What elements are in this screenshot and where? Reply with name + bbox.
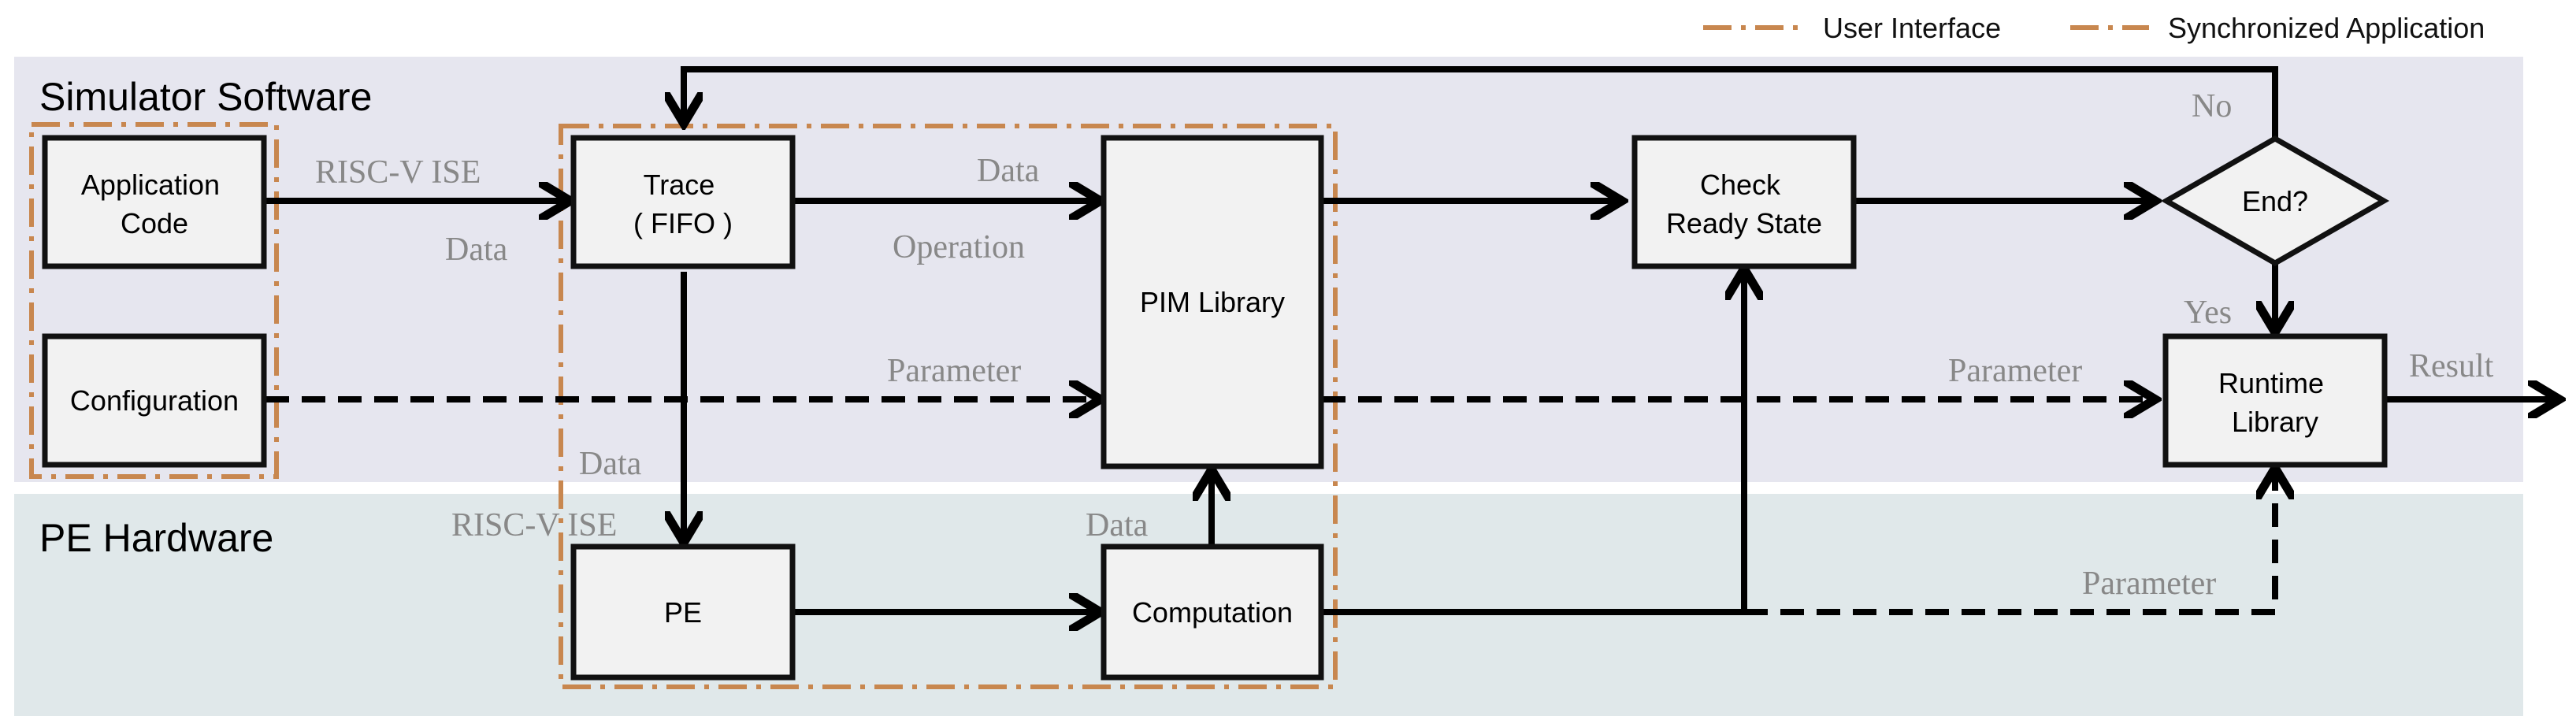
configuration-label: Configuration (70, 384, 239, 417)
check-ready-state-label-line1: Check (1700, 169, 1781, 201)
legend-user-interface-label: User Interface (1823, 12, 2001, 44)
edge-label-parameter-computation: Parameter (2082, 566, 2216, 602)
edge-label-data-trace-pim: Data (977, 153, 1040, 189)
application-code-label-line2: Code (121, 207, 188, 239)
edge-label-result: Result (2409, 348, 2494, 384)
pe-box (570, 543, 796, 681)
computation-box (1101, 543, 1324, 681)
pe-hardware-label: PE Hardware (39, 516, 273, 560)
pim-library-box (1101, 135, 1324, 469)
svg-text:Check Ready State: Check Ready State (1666, 169, 1822, 239)
edge-label-risc-v-ise-top: RISC-V ISE (315, 154, 481, 191)
svg-text:Trace ( FIFO ): Trace ( FIFO ) (633, 169, 733, 239)
edge-label-yes: Yes (2184, 295, 2232, 331)
configuration-box (42, 333, 267, 468)
user-interface-group (29, 122, 279, 479)
synchronized-application-group (559, 124, 1338, 689)
runtime-library-label-line1: Runtime (2218, 367, 2324, 399)
svg-text:Application Code: Application Code (81, 169, 228, 239)
simulator-software-label: Simulator Software (39, 75, 372, 119)
runtime-library-label-line2: Library (2232, 406, 2318, 438)
end-decision-label: End? (2242, 185, 2308, 217)
trace-label-line2: ( FIFO ) (633, 207, 733, 239)
edge-label-parameter-config: Parameter (887, 353, 1021, 389)
computation-label: Computation (1132, 596, 1293, 629)
runtime-library-box (2162, 333, 2388, 468)
edge-label-no: No (2192, 88, 2232, 124)
end-decision-diamond (2160, 135, 2390, 267)
edge-computation-to-runtime (1744, 471, 2275, 615)
legend-synchronized-application-label: Synchronized Application (2168, 12, 2485, 44)
edge-label-parameter-runtime: Parameter (1948, 353, 2082, 389)
pe-label: PE (664, 596, 702, 629)
svg-text:Runtime Library: Runtime Library (2218, 367, 2332, 438)
edge-end-no-loop (684, 66, 2278, 139)
trace-label-line1: Trace (644, 169, 715, 201)
application-code-label-line1: Application (81, 169, 220, 201)
edge-label-data-trace-pe: Data (579, 446, 642, 482)
edge-label-operation: Operation (893, 229, 1025, 265)
trace-box (570, 135, 796, 269)
edge-label-risc-v-ise-pe: RISC-V ISE (451, 507, 617, 543)
edge-label-data-computation: Data (1086, 507, 1149, 543)
edge-label-data-app: Data (445, 232, 508, 268)
check-ready-state-box (1631, 135, 1857, 269)
application-code-box (42, 135, 267, 269)
check-ready-state-label-line2: Ready State (1666, 207, 1822, 239)
pim-library-label: PIM Library (1140, 286, 1285, 318)
